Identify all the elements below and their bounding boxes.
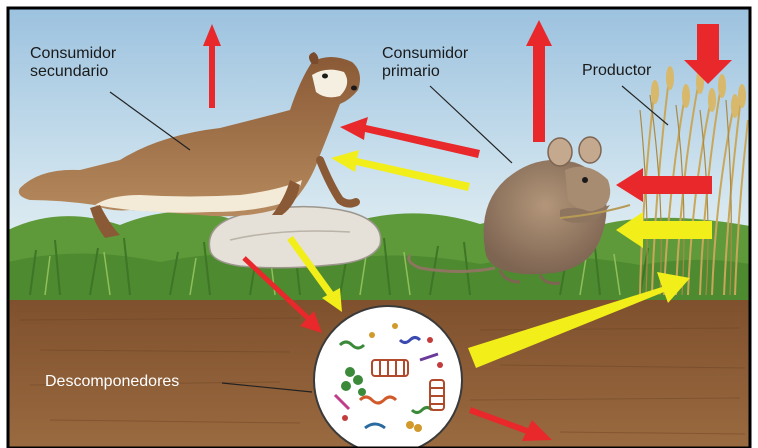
label-producer: Productor — [582, 62, 651, 80]
label-primary-consumer-line1: Consumidor — [382, 45, 468, 63]
decomposers-circle — [314, 306, 462, 448]
label-secondary-consumer-line1: Consumidor — [30, 45, 116, 63]
label-secondary-consumer-line2: secundario — [30, 63, 108, 81]
label-decomposers: Descomponedores — [45, 373, 179, 391]
label-primary-consumer-line2: primario — [382, 63, 440, 81]
